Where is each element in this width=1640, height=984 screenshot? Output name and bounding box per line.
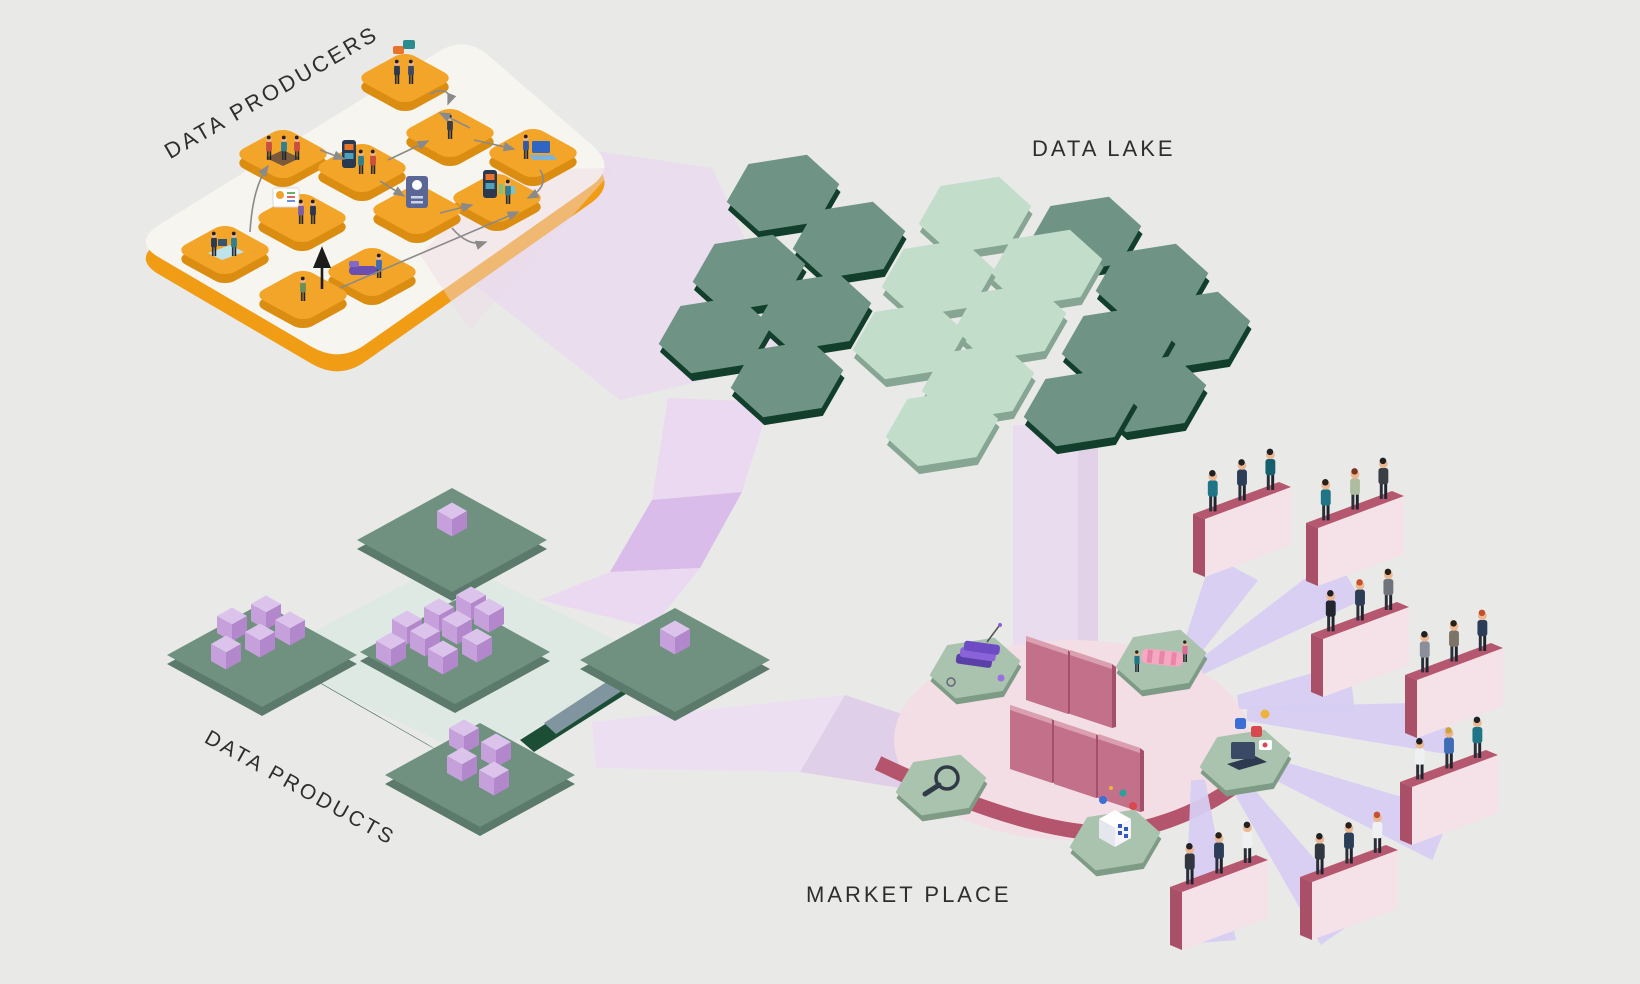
product-platform-right: [580, 608, 770, 721]
consumer-group: [1300, 811, 1398, 940]
person: [505, 179, 511, 204]
display-panel: [1070, 650, 1116, 728]
person: [1134, 650, 1140, 672]
consumer-group: [1193, 448, 1291, 577]
data-producers-platform: [145, 40, 615, 372]
flow-arrow: [473, 139, 516, 152]
lake-hex-light: [881, 239, 996, 325]
flow-arrow: [438, 112, 471, 129]
person: [394, 59, 400, 84]
flow-arrow: [319, 149, 346, 160]
person: [370, 149, 376, 174]
producer-tile-finance: [453, 170, 541, 232]
person: [1182, 640, 1188, 662]
flow-arrow: [249, 164, 269, 233]
person: [1320, 479, 1331, 521]
data-consumer-groups: [1170, 448, 1503, 950]
person: [1344, 822, 1354, 864]
marketplace-area: [874, 555, 1452, 945]
devices-pad: [929, 623, 1022, 705]
person: [211, 231, 217, 256]
product-platform-left: [167, 595, 357, 716]
person: [1449, 620, 1459, 662]
lake-hex-dark: [758, 273, 873, 359]
person: [1350, 468, 1360, 510]
person: [294, 135, 300, 160]
person: [1444, 727, 1454, 769]
consumer-group: [1170, 821, 1268, 950]
person: [408, 59, 414, 84]
lake-hex-light: [885, 389, 1000, 475]
person: [1472, 716, 1483, 758]
flow-arrow: [429, 89, 457, 106]
person: [310, 199, 316, 224]
label-data-lake: DATA LAKE: [1032, 136, 1176, 161]
apps-pad: [1199, 709, 1292, 797]
person: [281, 135, 287, 160]
person: [1314, 833, 1325, 875]
product-platform-mid: [360, 586, 550, 713]
person: [1242, 821, 1253, 863]
producer-tile-analytics: [258, 187, 346, 252]
lake-hex-dark: [1023, 369, 1138, 455]
person: [231, 231, 237, 256]
producer-tile-phone-demo: [318, 140, 406, 202]
consumer-beam: [1178, 555, 1258, 666]
package-pad: [1069, 786, 1162, 877]
lake-hex-dark: [730, 340, 845, 426]
person: [523, 134, 529, 159]
flow-arrow: [379, 180, 406, 197]
producer-tile-sofa: [328, 247, 416, 306]
person: [1378, 457, 1389, 499]
consumer-group: [1311, 568, 1409, 697]
person: [1355, 579, 1365, 621]
person: [1214, 832, 1224, 874]
consumer-group: [1306, 457, 1404, 586]
person: [1237, 459, 1247, 501]
lake-hex-dark: [658, 296, 773, 382]
label-market-place: MARKET PLACE: [806, 882, 1012, 907]
consumer-group: [1400, 716, 1498, 845]
person: [266, 135, 272, 160]
flow-arrow: [451, 227, 488, 250]
data-lake-hexagons: [658, 154, 1252, 475]
flow-arrow: [439, 202, 474, 214]
person: [1207, 470, 1218, 512]
producer-tile-id-card: [373, 176, 461, 244]
person: [1372, 811, 1383, 853]
person: [300, 276, 306, 301]
flow-arrow: [387, 140, 430, 161]
person: [1325, 590, 1336, 632]
producer-tile-desks: [181, 225, 269, 284]
search-pad: [895, 754, 988, 822]
lake-hex-dark: [792, 201, 907, 287]
person: [298, 199, 304, 224]
person: [1419, 631, 1430, 673]
person: [358, 149, 364, 174]
product-platform-top: [357, 488, 547, 601]
consumer-beam: [1196, 555, 1362, 674]
person: [1477, 609, 1488, 651]
producer-tile-chat: [361, 40, 449, 112]
person: [1265, 448, 1276, 490]
person: [1414, 738, 1425, 780]
product-platform-bottom: [385, 719, 575, 836]
consumer-beam: [1244, 751, 1452, 861]
flow-arrow: [526, 169, 544, 199]
collaboration-pad: [1115, 629, 1208, 697]
consumer-group: [1405, 609, 1503, 738]
display-panel: [1026, 636, 1072, 714]
data-products-platforms: [167, 488, 770, 836]
flow-arrow: [339, 211, 520, 289]
person: [376, 253, 382, 278]
display-panel: [1098, 734, 1144, 812]
consumer-beam: [1246, 702, 1449, 754]
person: [1184, 843, 1195, 885]
producer-tile-walking: [259, 270, 347, 329]
person: [1383, 568, 1394, 610]
